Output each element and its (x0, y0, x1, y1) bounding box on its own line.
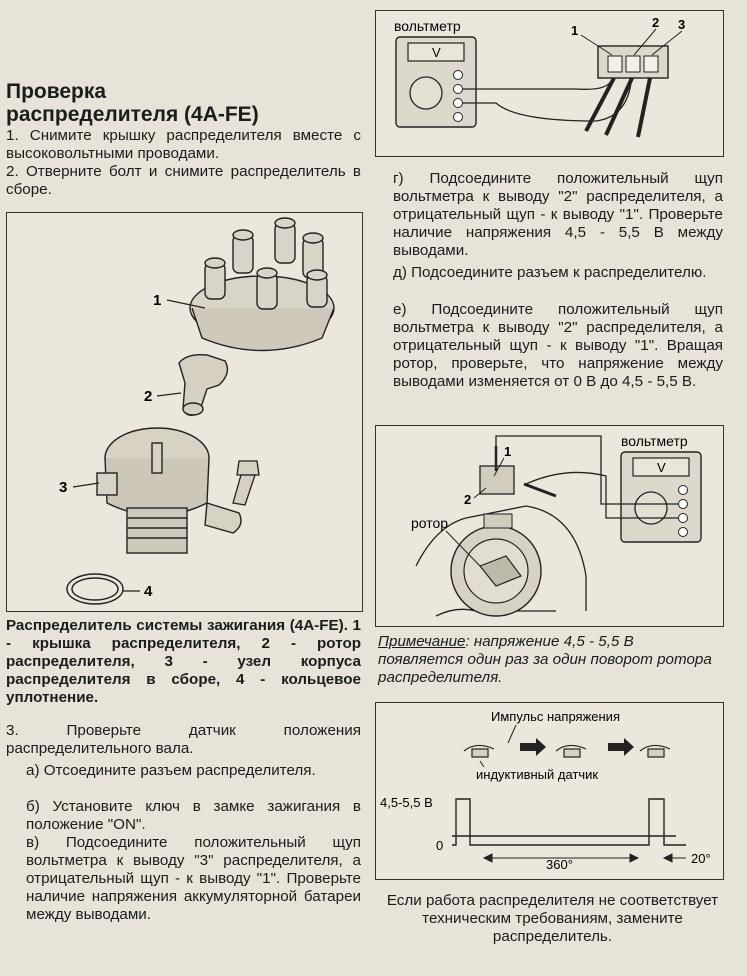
step-e: е) Подсоедините положительный щуп вольтм… (393, 301, 723, 390)
rotor-shape-icon (479, 555, 522, 587)
step3-b: б) Установите ключ в замке зажигания в п… (26, 798, 361, 833)
rotor-label: ротор (411, 515, 448, 531)
note: Примечание: напряжение 4,5 - 5,5 В появл… (378, 633, 723, 687)
intro-step2: 2. Отверните болт и снимите распределите… (6, 163, 361, 198)
terminal-1-label: 1 (571, 23, 578, 38)
sensor-sequence-icon (463, 744, 671, 758)
rotor-icon (178, 353, 229, 416)
connector-icon (584, 45, 669, 138)
distributor-figure: 1 2 3 4 (6, 212, 363, 612)
callout-2: 2 (144, 388, 152, 405)
voltmeter-label-2: вольтметр (621, 433, 688, 449)
pulse-figure: Импульс напряжения индуктивный датчик 4,… (375, 702, 724, 880)
voltmeter-label: вольтметр (394, 18, 461, 34)
voltmeter-icon: V (395, 36, 477, 128)
rotor-voltmeter-figure: вольтметр V 1 2 ротор (375, 425, 724, 627)
mid-callout-2: 2 (464, 492, 471, 507)
step3-v: в) Подсоедините положительный щуп вольтм… (26, 834, 361, 923)
o-ring-icon (66, 573, 124, 605)
step3-a: а) Отсоедините разъем распределителя. (26, 762, 316, 779)
angle-360-label: 360° (546, 857, 573, 872)
pulse-label: Импульс напряжения (491, 709, 620, 724)
terminal-3-label: 3 (678, 17, 685, 32)
step3-title: 3. Проверьте датчик положения распредели… (6, 722, 361, 757)
distributor-drawing: 1 2 3 4 (59, 217, 335, 605)
distributor-cap-icon (189, 217, 335, 352)
distributor-body-icon (450, 465, 542, 617)
page-title-line1: Проверка (6, 80, 107, 103)
mid-callout-1: 1 (504, 444, 511, 459)
step-g: г) Подсоедините положительный щуп вольтм… (393, 170, 723, 259)
pulse-waveform (452, 798, 686, 846)
dimension-arrows (482, 853, 686, 863)
sensor-label: индуктивный датчик (476, 767, 598, 782)
angle-20-label: 20° (691, 851, 711, 866)
distributor-housing-icon (96, 427, 242, 554)
callout-3: 3 (59, 479, 67, 496)
y-zero-label: 0 (436, 838, 443, 853)
page-title-line2: распределителя (4A-FE) (6, 103, 259, 126)
bolt-icon (232, 460, 260, 506)
figure1-caption: Распределитель системы зажигания (4A-FE)… (6, 617, 361, 706)
note-label: Примечание (378, 633, 466, 650)
callout-1: 1 (153, 292, 161, 309)
intro-step1: 1. Снимите крышку распределителя вместе … (6, 127, 361, 162)
voltmeter-icon-2: V (620, 451, 702, 543)
step-d: д) Подсоедините разъем к распределителю. (393, 264, 707, 281)
voltmeter-display-2: V (657, 460, 666, 475)
callout-4: 4 (144, 583, 153, 600)
terminal-2-label: 2 (652, 15, 659, 30)
conclusion: Если работа распределителя не соответств… (386, 892, 719, 945)
arrow-icons (520, 738, 634, 756)
note-text: : напряжение 4,5 - 5,5 В появляется один… (378, 633, 712, 686)
page-title: Проверка распределителя (4A-FE) (6, 80, 366, 126)
voltmeter-connector-figure: вольтметр V 1 2 3 (375, 10, 724, 157)
y-high-label: 4,5-5,5 В (380, 795, 433, 810)
voltmeter-display: V (432, 45, 441, 60)
